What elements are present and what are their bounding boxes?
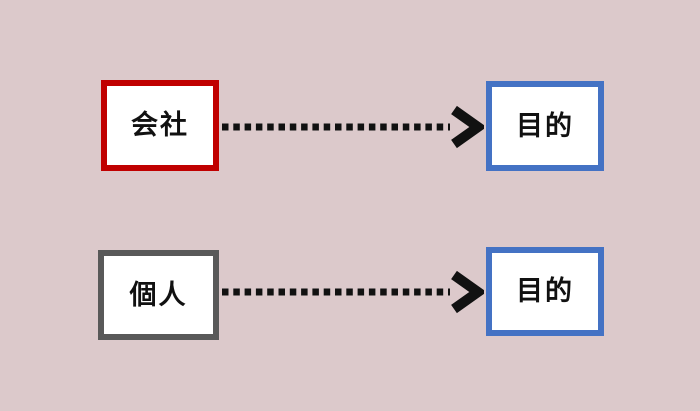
node-individual-label: 個人 (129, 279, 188, 310)
node-purpose-bottom-label: 目的 (516, 276, 574, 306)
node-purpose-top: 目的 (486, 81, 604, 171)
arrowhead-chevron (451, 270, 484, 314)
dotted-arrow-icon (222, 105, 484, 149)
node-purpose-top-label: 目的 (516, 110, 574, 141)
node-company: 会社 (101, 80, 219, 171)
node-purpose-bottom: 目的 (486, 247, 604, 336)
node-company-label: 会社 (131, 110, 189, 140)
dotted-arrow-icon (222, 270, 484, 314)
node-individual: 個人 (98, 250, 219, 340)
arrowhead-chevron (451, 105, 484, 149)
